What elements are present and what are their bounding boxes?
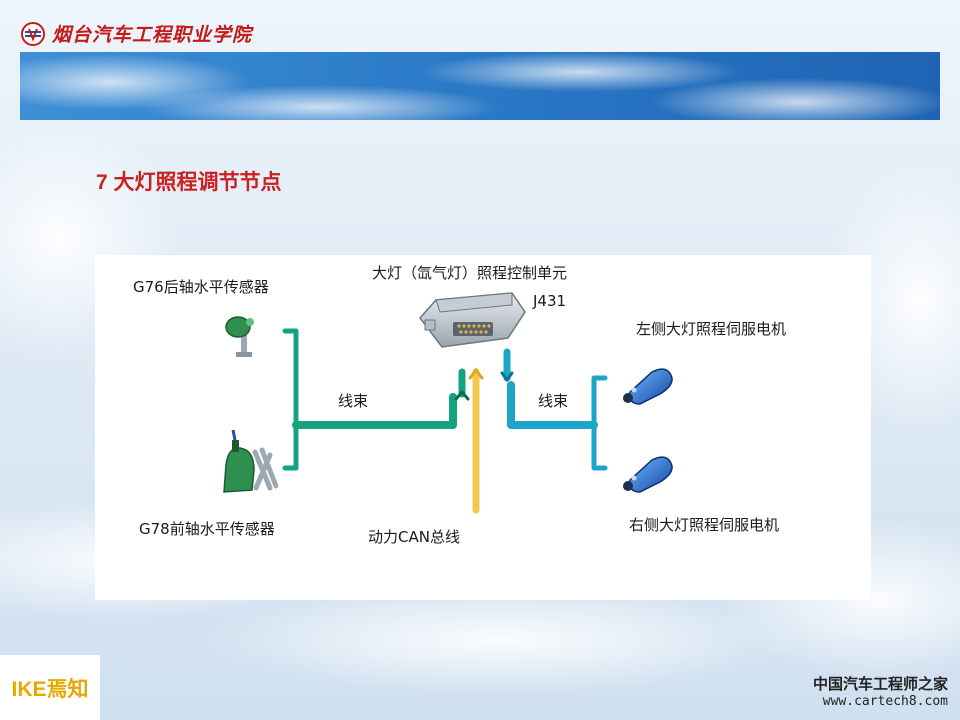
right-servo-motor (623, 456, 673, 493)
watermark-cn: 中国汽车工程师之家 (812, 675, 948, 693)
left-servo-motor (623, 368, 673, 405)
school-emblem-icon (21, 21, 45, 46)
can-bus-line (468, 367, 484, 514)
front-axle-sensor-g78 (223, 429, 279, 493)
left-harness (282, 328, 470, 471)
ike-logo: IKE焉知 (0, 655, 100, 720)
control-unit-code: J431 (533, 292, 567, 310)
front-sensor-label: G78前轴水平传感器 (139, 520, 275, 538)
can-bus-label: 动力CAN总线 (368, 528, 460, 546)
watermark-url: www.cartech8.com (822, 694, 948, 709)
ike-logo-text: IKE焉知 (11, 677, 89, 701)
left-motor-label: 左侧大灯照程伺服电机 (636, 320, 787, 338)
control-unit-label: 大灯（氙气灯）照程控制单元 (372, 264, 568, 282)
rear-axle-sensor-g76 (225, 316, 254, 357)
site-watermark: 中国汽车工程师之家 www.cartech8.com (813, 673, 948, 709)
rear-sensor-label: G76后轴水平传感器 (133, 278, 269, 296)
right-harness-label: 线束 (538, 392, 569, 410)
control-unit-j431 (419, 292, 526, 348)
left-harness-label: 线束 (338, 392, 369, 410)
slide-title: 7 大灯照程调节节点 (96, 171, 282, 194)
school-name: 烟台汽车工程职业学院 (52, 24, 253, 46)
header-logo: 烟台汽车工程职业学院 (20, 20, 252, 47)
header-banner (20, 52, 940, 120)
right-motor-label: 右侧大灯照程伺服电机 (629, 516, 780, 534)
right-harness (500, 348, 608, 471)
